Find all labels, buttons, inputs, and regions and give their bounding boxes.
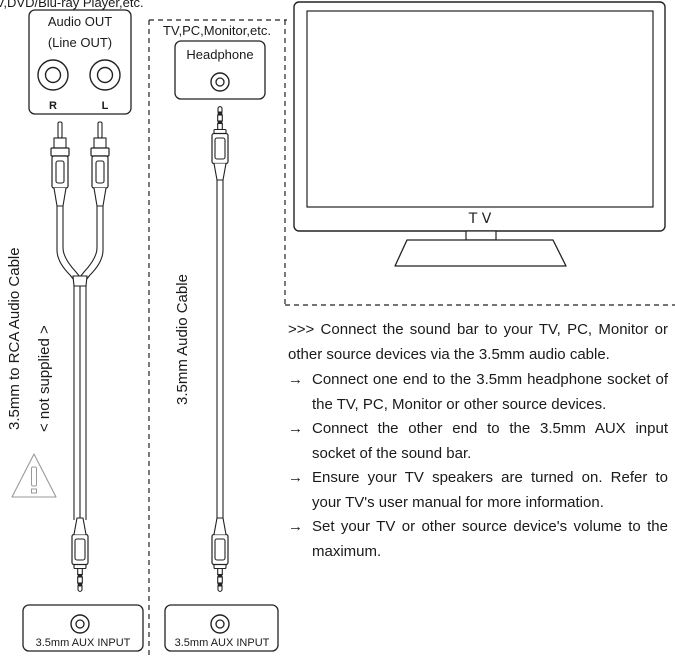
tv-screen-label: T V bbox=[468, 211, 492, 227]
jack-plug-top-icon bbox=[211, 105, 229, 181]
aux-input-label-left: 3.5mm AUX INPUT bbox=[36, 637, 131, 649]
jack-plug-left-icon bbox=[71, 517, 89, 593]
instruction-step: → Connect the other end to the 3.5mm AUX … bbox=[288, 417, 668, 466]
instructions-intro: >>> Connect the sound bar to your TV, PC… bbox=[288, 321, 668, 363]
tv-illustration: T V bbox=[293, 1, 666, 267]
top-caption: TV,DVD/Blu-ray Player,etc. bbox=[0, 0, 144, 10]
instruction-step-text: Connect one end to the 3.5mm headphone s… bbox=[312, 371, 668, 413]
instruction-step-text: Ensure your TV speakers are turned on. R… bbox=[312, 469, 668, 511]
instruction-step-text: Set your TV or other source device's vol… bbox=[312, 518, 668, 560]
jack-plug-bottom-icon bbox=[211, 517, 229, 593]
headphone-box-title: Headphone bbox=[186, 47, 253, 62]
arrow-right-icon: → bbox=[288, 420, 303, 437]
rca-socket-left-icon bbox=[89, 59, 121, 91]
instructions-text-block: >>> Connect the sound bar to your TV, PC… bbox=[288, 318, 668, 564]
instruction-step: → Connect one end to the 3.5mm headphone … bbox=[288, 368, 668, 417]
rca-source-box: Audio OUT (Line OUT) R L bbox=[28, 9, 132, 115]
arrow-right-icon: → bbox=[288, 518, 303, 535]
warning-triangle-icon bbox=[11, 453, 57, 498]
aux-input-box-middle: 3.5mm AUX INPUT bbox=[164, 604, 279, 652]
35mm-audio-cable bbox=[216, 180, 224, 520]
aux-input-label-middle: 3.5mm AUX INPUT bbox=[175, 637, 270, 649]
aux-input-box-left: 3.5mm AUX INPUT bbox=[22, 604, 144, 652]
headphone-source-box: Headphone bbox=[174, 40, 266, 100]
instruction-step: → Ensure your TV speakers are turned on. … bbox=[288, 466, 668, 515]
instruction-steps-list: → Connect one end to the 3.5mm headphone … bbox=[288, 368, 668, 564]
middle-panel-caption: TV,PC,Monitor,etc. bbox=[163, 23, 271, 38]
rca-plug-right-icon bbox=[50, 121, 70, 207]
rca-to-35mm-cable bbox=[56, 206, 104, 520]
rca-cable-label: 3.5mm to RCA Audio Cable bbox=[6, 247, 23, 430]
arrow-right-icon: → bbox=[288, 371, 303, 388]
instruction-step-text: Connect the other end to the 3.5mm AUX i… bbox=[312, 420, 668, 462]
not-supplied-note: < not supplied > bbox=[36, 325, 53, 432]
instruction-step: → Set your TV or other source device's vo… bbox=[288, 515, 668, 564]
arrow-right-icon: → bbox=[288, 469, 303, 486]
source-box-title-line2: (Line OUT) bbox=[48, 35, 112, 50]
channel-left-label: L bbox=[102, 100, 109, 112]
channel-right-label: R bbox=[49, 100, 57, 112]
rca-plug-left-icon bbox=[90, 121, 110, 207]
audio-cable-label: 3.5mm Audio Cable bbox=[174, 274, 191, 405]
panel-divider-lines bbox=[148, 19, 675, 658]
source-box-title-line1: Audio OUT bbox=[48, 14, 112, 29]
rca-socket-right-icon bbox=[37, 59, 69, 91]
